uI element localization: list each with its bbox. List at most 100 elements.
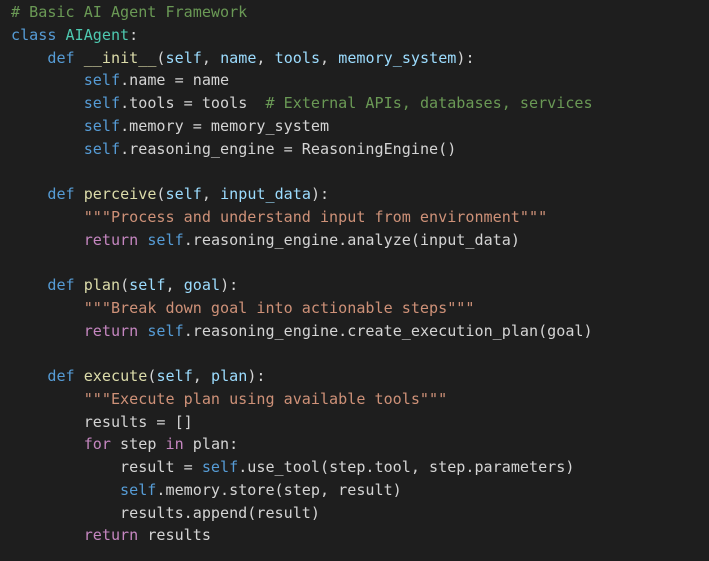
keyword: def: [47, 185, 75, 203]
code-line-7[interactable]: self.reasoning_engine = ReasoningEngine(…: [11, 138, 593, 161]
code-text: [75, 367, 84, 385]
code-text: [11, 458, 120, 476]
punctuation: ,: [201, 48, 221, 67]
code-line-2[interactable]: class AIAgent:: [11, 24, 593, 47]
parameter: input_data: [220, 185, 311, 203]
code-text: [75, 276, 84, 294]
control-keyword: for: [83, 435, 111, 454]
code-text: .reasoning_engine.create_execution_plan(…: [183, 321, 593, 340]
code-line-22[interactable]: self.memory.store(step, result): [11, 479, 593, 502]
code-line-5[interactable]: self.tools = tools # External APIs, data…: [11, 92, 593, 115]
code-text: step: [110, 435, 166, 454]
code-text: .reasoning_engine = ReasoningEngine(): [120, 139, 457, 158]
punctuation: ):: [247, 367, 266, 385]
function-name: __init__: [83, 48, 157, 67]
comment: # External APIs, databases, services: [265, 94, 593, 112]
parameter: name: [220, 48, 257, 67]
punctuation: ):: [456, 48, 475, 67]
code-block[interactable]: # Basic AI Agent Framework class AIAgent:…: [11, 1, 593, 547]
punctuation: ):: [220, 276, 239, 294]
control-keyword: in: [165, 435, 184, 454]
control-keyword: return: [83, 230, 139, 249]
code-text: [11, 185, 47, 203]
code-text: [75, 185, 84, 203]
self-keyword: self: [83, 116, 121, 135]
code-line-24[interactable]: return results: [11, 524, 593, 547]
code-text: [11, 435, 84, 453]
self-keyword: self: [83, 94, 121, 112]
punctuation: ,: [165, 276, 184, 294]
code-text: results: [138, 526, 211, 545]
code-line-19[interactable]: results = []: [11, 411, 593, 434]
punctuation: (: [156, 185, 166, 203]
docstring: """Process and understand input from env…: [83, 207, 548, 226]
punctuation: ,: [320, 48, 339, 67]
code-line-9[interactable]: def perceive(self, input_data):: [11, 183, 593, 206]
code-line-13[interactable]: def plan(self, goal):: [11, 274, 593, 297]
code-text: .use_tool(step.tool, step.parameters): [238, 458, 575, 476]
code-text: [11, 299, 84, 317]
code-text: [11, 140, 84, 158]
code-text: [11, 367, 47, 385]
punctuation: (: [156, 48, 166, 67]
parameter: self: [129, 276, 166, 294]
parameter: self: [165, 185, 202, 203]
function-name: execute: [83, 367, 148, 385]
code-line-15[interactable]: return self.reasoning_engine.create_exec…: [11, 320, 593, 343]
code-line-6[interactable]: self.memory = memory_system: [11, 115, 593, 138]
code-text: [11, 117, 84, 135]
code-line-3[interactable]: def __init__(self, name, tools, memory_s…: [11, 47, 593, 70]
code-line-14[interactable]: """Break down goal into actionable steps…: [11, 297, 593, 320]
code-line-1[interactable]: # Basic AI Agent Framework: [11, 1, 593, 24]
code-text: .name = name: [120, 71, 230, 90]
code-text: [11, 94, 84, 112]
code-text: .memory.store(step, result): [156, 480, 402, 499]
code-line-18[interactable]: """Execute plan using available tools""": [11, 388, 593, 411]
self-keyword: self: [83, 139, 121, 158]
code-text: [56, 26, 65, 44]
keyword: def: [47, 48, 75, 67]
code-line-12[interactable]: [11, 251, 593, 274]
self-keyword: self: [147, 230, 184, 249]
code-line-20[interactable]: for step in plan:: [11, 433, 593, 456]
keyword: def: [47, 367, 75, 385]
code-line-4[interactable]: self.name = name: [11, 69, 593, 92]
code-text: [11, 231, 84, 249]
control-keyword: return: [83, 321, 139, 340]
code-text: [11, 208, 84, 226]
function-name: perceive: [83, 185, 157, 203]
keyword: class: [11, 25, 57, 44]
code-text: .reasoning_engine.analyze(input_data): [183, 230, 520, 249]
code-text: [11, 71, 84, 89]
code-text: [11, 526, 84, 544]
self-keyword: self: [147, 321, 184, 340]
code-line-10[interactable]: """Process and understand input from env…: [11, 206, 593, 229]
code-text: [11, 322, 84, 340]
code-text: [11, 413, 84, 431]
punctuation: ,: [256, 48, 275, 67]
code-text: [138, 231, 147, 249]
class-name: AIAgent: [65, 25, 130, 44]
punctuation: ,: [201, 185, 221, 203]
code-line-21[interactable]: result = self.use_tool(step.tool, step.p…: [11, 456, 593, 479]
code-text: .memory = memory_system: [120, 116, 330, 135]
code-text: [11, 390, 84, 408]
code-text: plan:: [183, 435, 239, 454]
parameter: plan: [210, 367, 248, 385]
code-line-8[interactable]: [11, 160, 593, 183]
code-line-11[interactable]: return self.reasoning_engine.analyze(inp…: [11, 229, 593, 252]
docstring: """Break down goal into actionable steps…: [83, 298, 475, 317]
code-line-16[interactable]: [11, 342, 593, 365]
punctuation: ,: [192, 367, 211, 385]
code-line-23[interactable]: results.append(result): [11, 502, 593, 525]
code-text: [138, 322, 147, 340]
self-keyword: self: [83, 71, 121, 90]
parameter: memory_system: [338, 48, 457, 67]
punctuation: :: [129, 25, 139, 44]
code-text: [11, 481, 120, 499]
code-line-17[interactable]: def execute(self, plan):: [11, 365, 593, 388]
parameter: self: [165, 48, 202, 67]
parameter: tools: [274, 48, 321, 67]
comment: # Basic AI Agent Framework: [11, 3, 248, 21]
